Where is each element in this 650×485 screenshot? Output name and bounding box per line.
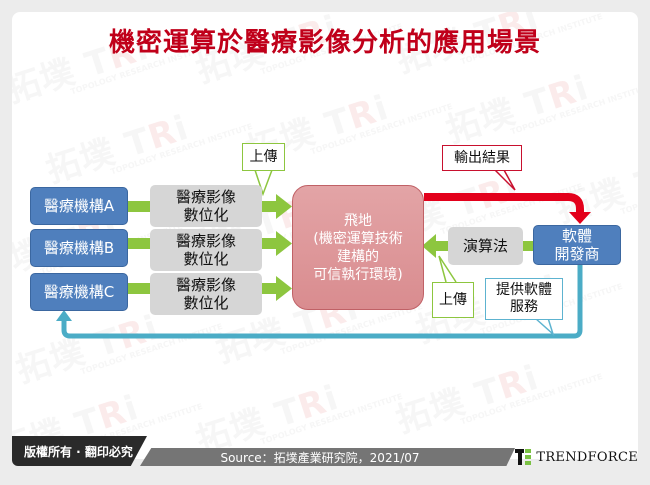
trendforce-logo-text: TRENDFORCE xyxy=(536,449,638,465)
arrow-green-c1 xyxy=(128,283,150,294)
institution-a: 醫療機構A xyxy=(30,187,128,225)
trendforce-logo-icon xyxy=(515,449,532,465)
arrow-green-b1 xyxy=(128,238,150,249)
trusted-enclave: 飛地 (機密運算技術 建構的 可信執行環境) xyxy=(292,185,424,310)
institution-c: 醫療機構C xyxy=(30,273,128,311)
digitization-a: 醫療影像 數位化 xyxy=(150,185,262,227)
digitization-c: 醫療影像 數位化 xyxy=(150,273,262,315)
callout-output-results: 輸出結果 xyxy=(442,145,522,171)
source-text: Source：拓墣產業研究院，2021/07 xyxy=(220,450,420,465)
callout-upload-bottom: 上傳 xyxy=(432,282,474,318)
arrow-green-a1 xyxy=(128,201,150,212)
algorithm-box: 演算法 xyxy=(448,227,523,265)
software-developer: 軟體 開發商 xyxy=(533,225,621,265)
institution-b: 醫療機構B xyxy=(30,229,128,267)
footer-bar-left xyxy=(140,448,422,466)
page-title: 機密運算於醫療影像分析的應用場景 xyxy=(108,28,541,58)
copyright-notice: 版權所有 · 翻印必究 xyxy=(12,436,147,466)
callout-upload-top: 上傳 xyxy=(242,143,285,171)
trendforce-logo: TRENDFORCE xyxy=(515,444,638,470)
callout-provide-service: 提供軟體 服務 xyxy=(485,278,563,320)
digitization-b: 醫療影像 數位化 xyxy=(150,229,262,271)
